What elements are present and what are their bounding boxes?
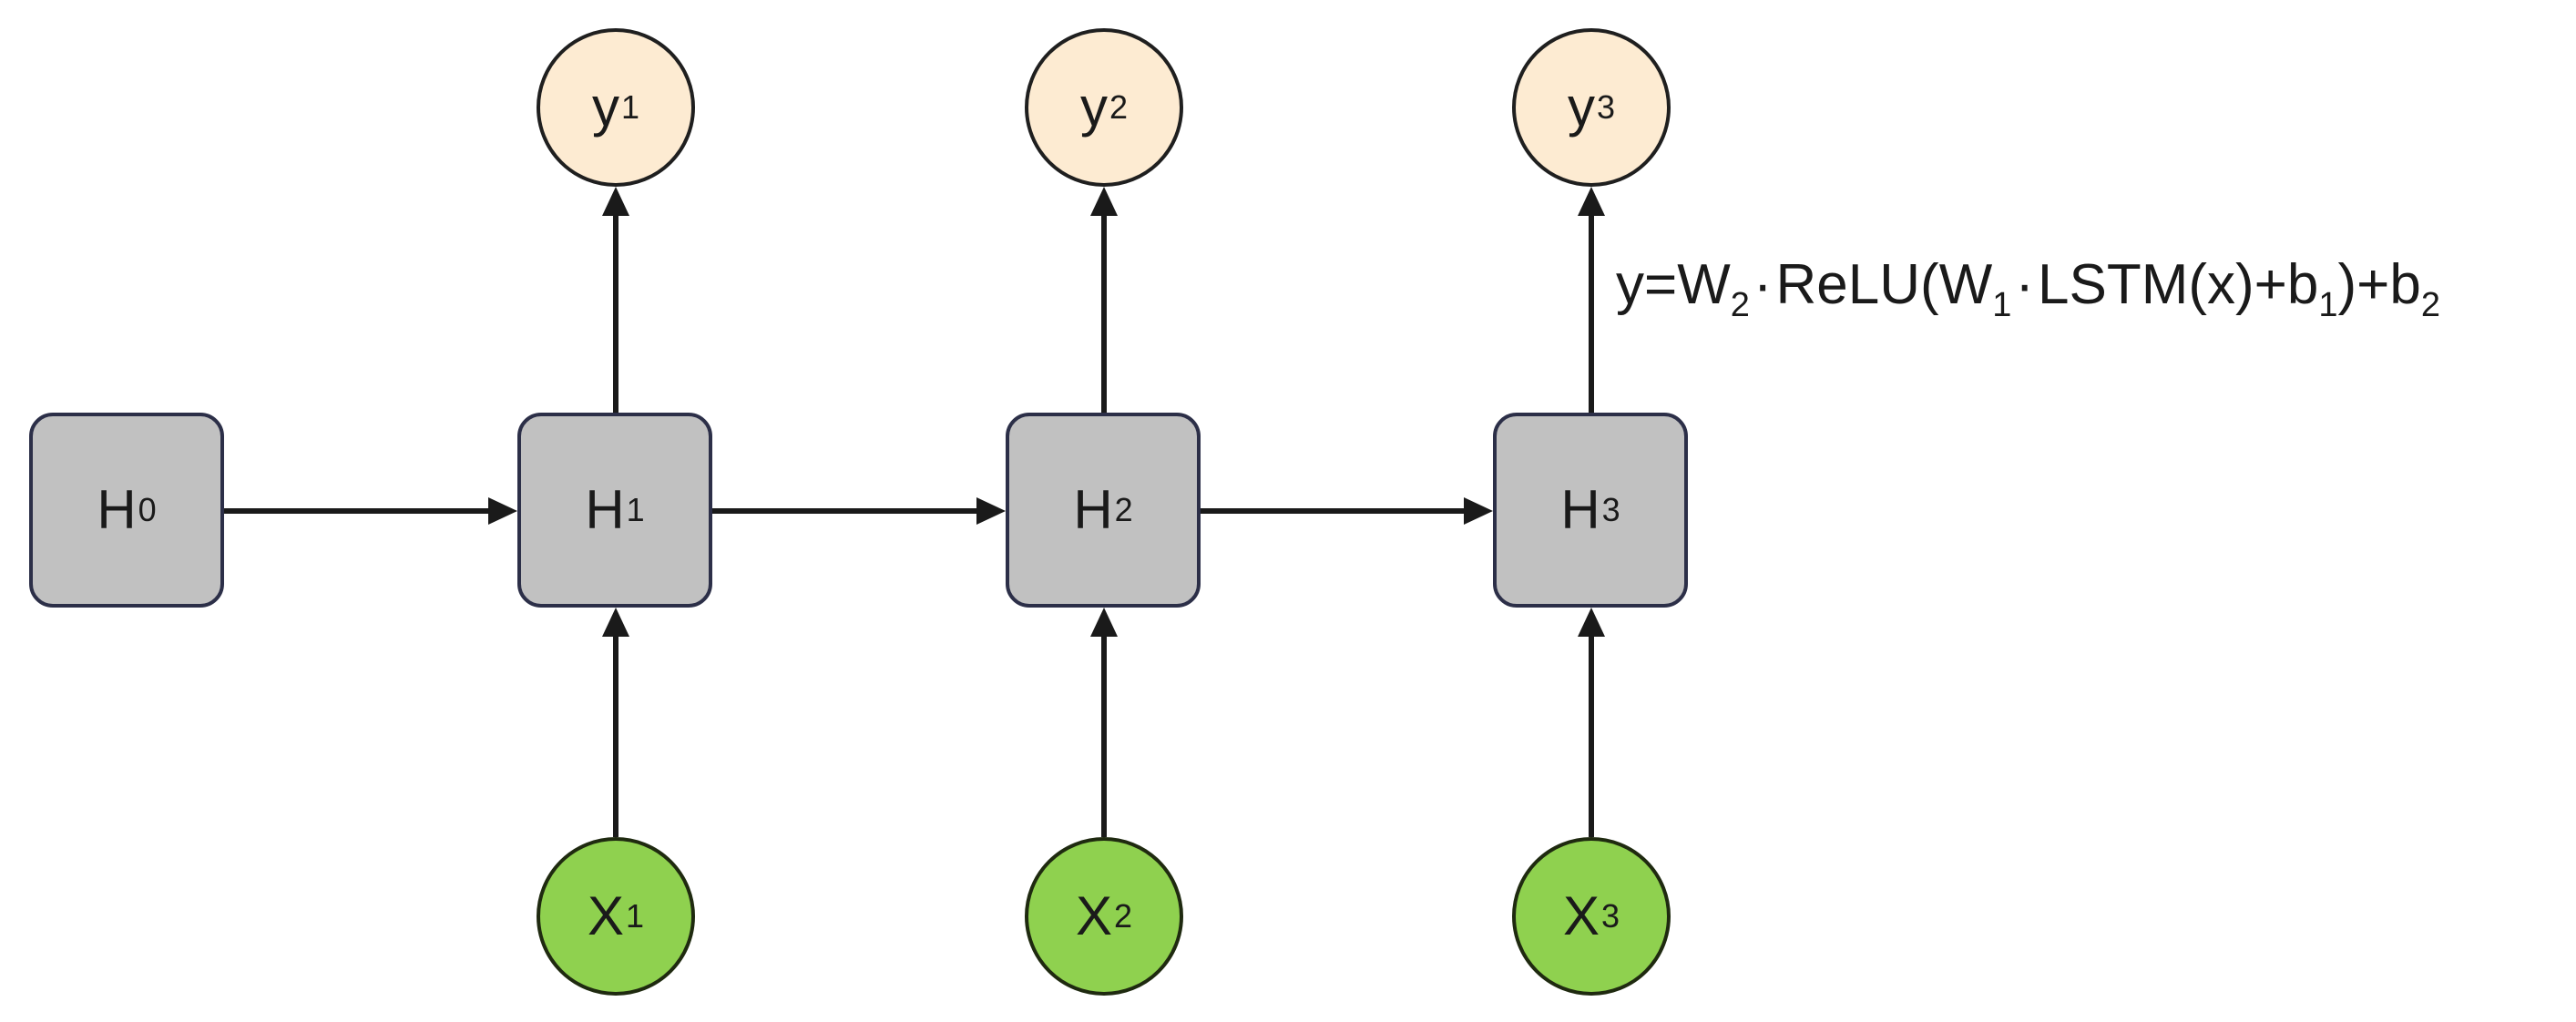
formula-dot-2: · [2015, 253, 2035, 316]
node-subscript: 0 [138, 491, 157, 528]
input-arrow-x3-h3 [1578, 608, 1605, 837]
output-arrow-h1-y1 [602, 187, 629, 413]
node-subscript: 1 [620, 88, 640, 126]
node-label: H [585, 479, 625, 540]
node-subscript: 2 [1114, 897, 1133, 935]
node-label: H [1560, 479, 1600, 540]
node-subscript: 3 [1601, 897, 1620, 935]
formula-part-1: y=W [1616, 253, 1731, 316]
formula-part-2: ReLU(W [1775, 253, 1993, 316]
formula-sub-3: 1 [2318, 286, 2338, 324]
node-subscript: 2 [1114, 491, 1133, 528]
formula-part-4: )+b [2337, 253, 2421, 316]
input-arrow-x1-h1 [602, 608, 629, 837]
recurrent-arrow-h1-h2 [712, 497, 1006, 525]
node-subscript: 3 [1601, 491, 1620, 528]
formula-sub-4: 2 [2420, 286, 2440, 324]
node-subscript: 1 [626, 491, 645, 528]
node-label: y [1567, 77, 1595, 138]
formula-sub-1: 2 [1730, 286, 1750, 324]
formula-dot-1: · [1753, 253, 1773, 316]
recurrent-arrow-h2-h3 [1201, 497, 1493, 525]
node-label: y [1079, 77, 1108, 138]
formula-part-3: LSTM(x)+b [2038, 253, 2319, 316]
node-label: y [591, 77, 619, 138]
node-label: H [97, 479, 137, 540]
formula-sub-2: 1 [1992, 286, 2012, 324]
node-subscript: 1 [626, 897, 645, 935]
recurrent-arrow-h0-h1 [224, 497, 517, 525]
node-label: X [1075, 885, 1112, 946]
node-label: H [1073, 479, 1113, 540]
node-subscript: 3 [1596, 88, 1616, 126]
node-label: X [1562, 885, 1600, 946]
node-label: X [587, 885, 624, 946]
output-arrow-h2-y2 [1090, 187, 1118, 413]
output-formula: y=W2·ReLU(W1·LSTM(x)+b1)+b2 [1616, 257, 2440, 324]
output-arrow-h3-y3 [1578, 187, 1605, 413]
input-arrow-x2-h2 [1090, 608, 1118, 837]
node-subscript: 2 [1109, 88, 1129, 126]
